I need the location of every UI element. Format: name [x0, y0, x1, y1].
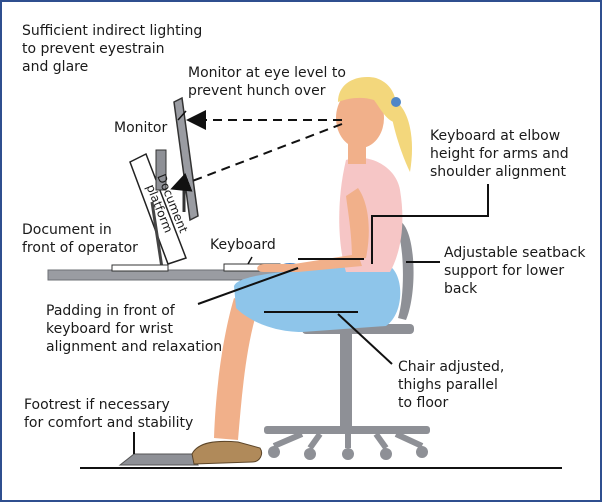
chair-column — [340, 334, 352, 426]
label-chair: Chair adjusted, thighs parallel to floor — [398, 359, 505, 411]
person-upper-arm — [346, 188, 369, 260]
chair-caster — [416, 446, 428, 458]
leader-keyboard-elbow — [371, 184, 489, 264]
chair-caster — [268, 446, 280, 458]
person-shoe — [191, 440, 263, 465]
person-ponytail — [392, 100, 413, 172]
person-hair-tie — [391, 97, 401, 107]
chair-caster — [380, 448, 392, 460]
leader-chair — [337, 313, 393, 365]
document-platform-stand — [150, 201, 164, 269]
person-shorts — [234, 264, 401, 332]
label-seatback: Adjustable seatback support for lower ba… — [444, 245, 586, 297]
chair-legs — [272, 431, 424, 450]
label-footrest: Footrest if necessary for comfort and st… — [24, 397, 194, 431]
person-lower-leg — [214, 298, 258, 440]
label-keyboard-elbow: Keyboard at elbow height for arms and sh… — [430, 128, 569, 180]
monitor-back — [155, 149, 167, 191]
chair-base — [264, 426, 430, 434]
leader-padding — [197, 267, 299, 305]
label-monitor: Monitor — [114, 120, 168, 136]
chair-caster — [342, 448, 354, 460]
document-platform-base — [111, 264, 169, 272]
person-head — [336, 88, 384, 148]
person-hair — [338, 77, 397, 122]
label-lighting: Sufficient indirect lighting to prevent … — [22, 23, 203, 75]
label-padding: Padding in front of keyboard for wrist a… — [46, 303, 223, 355]
leader-monitor — [177, 110, 187, 121]
label-document-front: Document in front of operator — [22, 222, 138, 256]
chair-caster — [304, 448, 316, 460]
leader-keyboard — [247, 256, 253, 265]
label-monitor-eye-level: Monitor at eye level to prevent hunch ov… — [188, 65, 346, 99]
eye-to-document-arrow — [170, 123, 343, 192]
label-keyboard: Keyboard — [210, 237, 276, 253]
footrest — [118, 453, 199, 466]
chair-seatback — [394, 220, 414, 320]
person-neck — [348, 144, 366, 164]
